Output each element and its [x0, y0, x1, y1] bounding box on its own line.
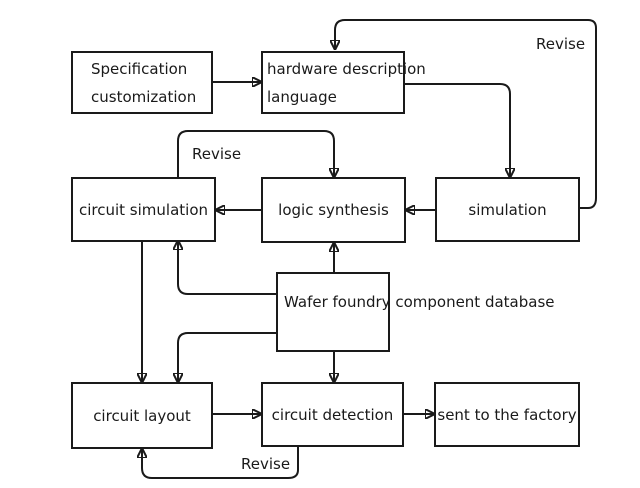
node-circuit-simulation-label: circuit simulation — [78, 200, 209, 219]
node-logic-synthesis: logic synthesis — [261, 177, 406, 243]
node-circuit-simulation: circuit simulation — [71, 177, 216, 242]
node-simulation: simulation — [435, 177, 580, 242]
edge-wafer-to-circuit-simulation — [178, 241, 276, 295]
edge-hdl-to-simulation — [405, 83, 510, 177]
edge-wafer-to-circuit-layout — [178, 332, 276, 382]
node-circuit-layout-label: circuit layout — [93, 406, 191, 425]
node-specification-customization: Specification customization — [71, 51, 213, 114]
node-wafer-text: Wafer foundry component database — [284, 288, 555, 316]
node-wafer-line2: component database — [395, 293, 555, 311]
node-sent-to-the-factory: sent to the factory — [434, 382, 580, 447]
edge-simulation-revise-to-hdl — [335, 19, 597, 209]
node-simulation-label: simulation — [468, 200, 547, 219]
node-circuit-detection-label: circuit detection — [271, 405, 394, 424]
node-factory-label: sent to the factory — [437, 405, 577, 424]
edge-label-revise-top: Revise — [536, 35, 586, 53]
node-hdl-line2: language — [267, 88, 337, 106]
edge-label-revise-middle: Revise — [192, 145, 242, 163]
node-logic-synthesis-label: logic synthesis — [278, 201, 389, 219]
node-wafer-foundry-database — [276, 272, 390, 352]
edge-circuit-detection-revise-to-circuit-layout — [142, 447, 299, 479]
node-hardware-description-language: hardware description language — [261, 51, 426, 114]
node-circuit-layout: circuit layout — [71, 382, 213, 449]
node-specification-line2: customization — [91, 88, 197, 106]
edge-circuit-simulation-revise-to-logic-synthesis — [177, 130, 334, 177]
node-specification-line1: Specification — [91, 60, 188, 78]
edge-label-revise-bottom: Revise — [241, 455, 291, 473]
node-hdl-line1: hardware description — [267, 60, 426, 78]
node-wafer-line1: Wafer foundry — [284, 293, 391, 311]
node-circuit-detection: circuit detection — [261, 382, 404, 447]
